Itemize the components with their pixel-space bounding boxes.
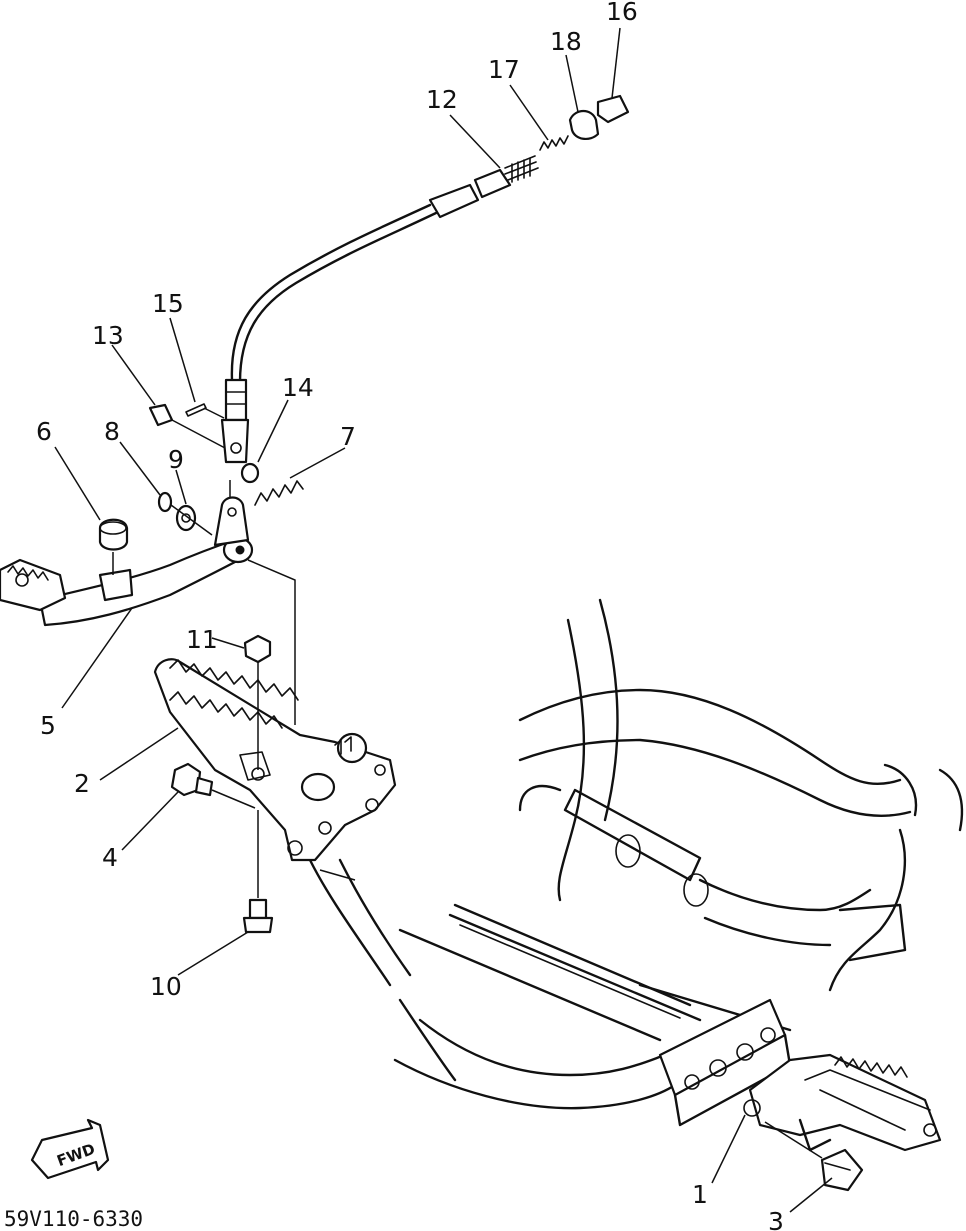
bolt-3 (820, 1148, 864, 1192)
leader-10 (177, 931, 249, 976)
assembly-line (170, 504, 213, 536)
callout-10: 10 (150, 972, 182, 1001)
callout-8: 8 (104, 417, 120, 446)
leader-3 (789, 1177, 833, 1213)
assembly-line (319, 869, 356, 881)
callout-6: 6 (36, 417, 52, 446)
leader-8 (119, 441, 161, 496)
leader-5 (61, 607, 133, 709)
adjusting-nut-16 (596, 94, 630, 124)
assembly-line (247, 559, 296, 725)
frame (308, 598, 964, 1127)
leader-17 (509, 84, 549, 141)
leader-9 (175, 469, 187, 505)
leader-14 (257, 399, 289, 463)
left-footrest (153, 658, 397, 862)
callout-2: 2 (74, 769, 90, 798)
cotter-pin-15 (185, 403, 207, 417)
washer-8 (157, 491, 173, 513)
part-18 (568, 109, 600, 140)
assembly-line (203, 407, 225, 419)
brake-pedal (0, 496, 254, 627)
washer-14 (240, 462, 260, 484)
callout-4: 4 (102, 843, 118, 872)
callout-17: 17 (488, 55, 520, 84)
leader-11 (211, 637, 245, 649)
washer-9 (175, 504, 197, 532)
callout-9: 9 (168, 445, 184, 474)
leader-13 (111, 344, 156, 406)
leader-2 (99, 727, 179, 781)
callout-14: 14 (282, 373, 314, 402)
drawing-code: 59V110-6330 (4, 1207, 143, 1231)
callout-5: 5 (40, 711, 56, 740)
brake-cable (220, 155, 539, 464)
bolt-10 (242, 898, 274, 934)
callout-11: 11 (186, 625, 218, 654)
assembly-line (171, 419, 226, 449)
assembly-line (764, 1121, 823, 1159)
assembly-line (211, 789, 256, 809)
leader-4 (121, 791, 179, 851)
leader-16 (611, 27, 621, 99)
leader-1 (711, 1114, 746, 1184)
leader-7 (289, 447, 346, 479)
fwd-arrow: FWD (30, 1118, 110, 1180)
spring-17 (539, 135, 569, 151)
callout-3: 3 (768, 1207, 784, 1231)
callout-13: 13 (92, 321, 124, 350)
callout-15: 15 (152, 289, 184, 318)
nut-11 (243, 634, 272, 664)
right-footrest (743, 1053, 942, 1152)
callout-12: 12 (426, 85, 458, 114)
callout-18: 18 (550, 27, 582, 56)
leader-12 (449, 114, 501, 169)
leader-18 (565, 54, 579, 113)
bolt-4 (170, 762, 214, 797)
leader-15 (169, 317, 196, 403)
leader-6 (54, 446, 101, 521)
return-spring-7 (254, 480, 304, 506)
callout-7: 7 (340, 422, 356, 451)
callout-1: 1 (692, 1180, 708, 1209)
rubber-cap-6 (98, 518, 129, 551)
pin-13 (148, 403, 174, 427)
callout-16: 16 (606, 0, 638, 26)
